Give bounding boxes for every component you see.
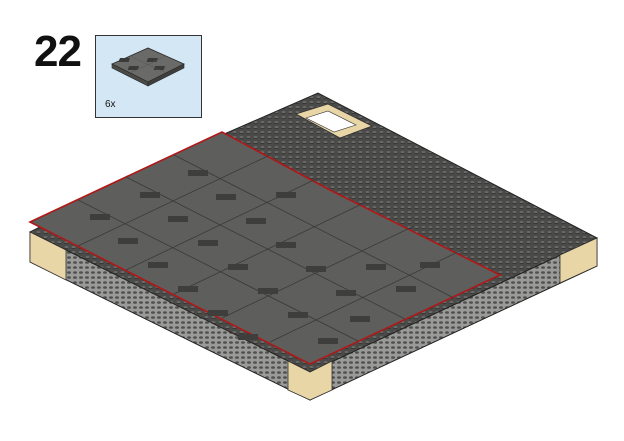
lego-baseplate-assembly-icon xyxy=(0,0,624,441)
